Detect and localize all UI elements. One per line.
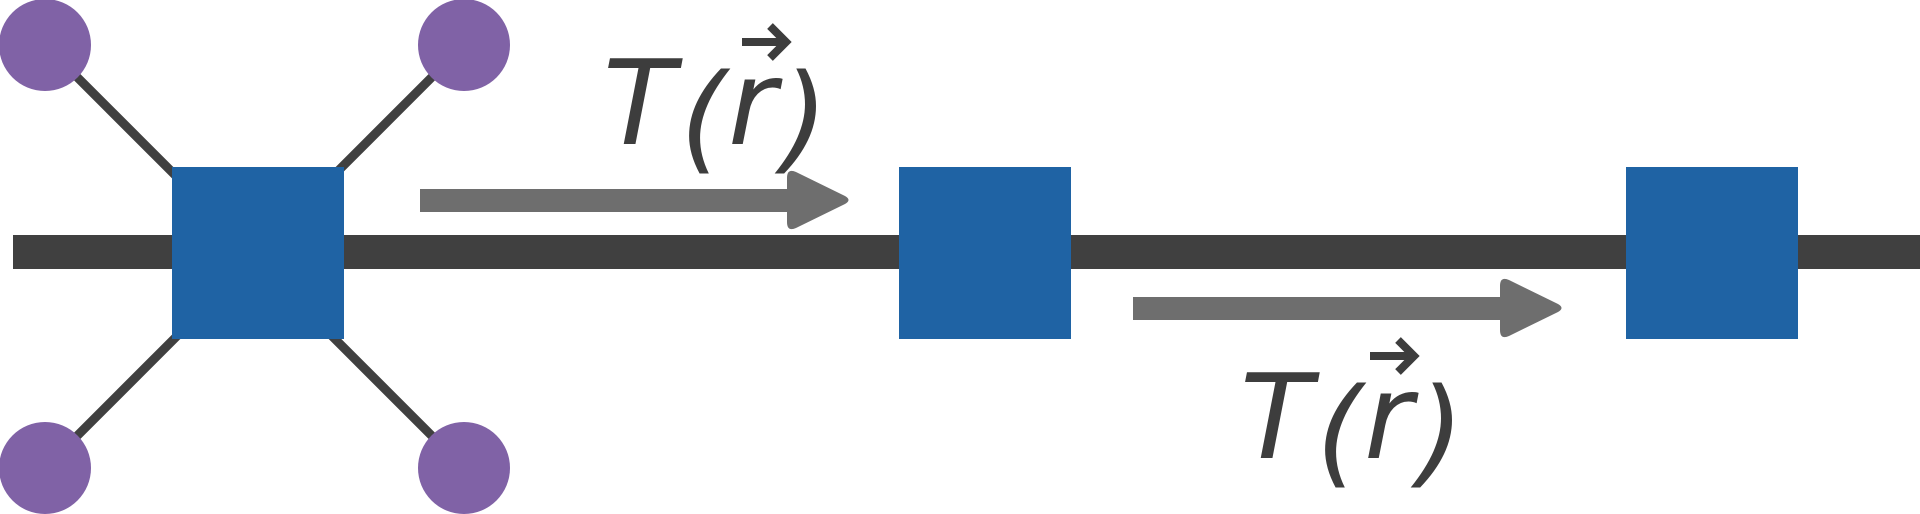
unit-cell-translated-1 — [899, 167, 1071, 339]
label-open-paren: ( — [1316, 362, 1367, 500]
label-close-paren: ) — [1410, 362, 1464, 500]
arrow-head — [787, 170, 849, 230]
label-func: T — [1240, 348, 1320, 486]
atom-top-left — [0, 0, 91, 91]
unit-cell-translated-2 — [1626, 167, 1798, 339]
arrow-shaft — [1133, 297, 1505, 320]
label-translation-bottom: T ( r ) — [1240, 337, 1464, 500]
atoms — [0, 0, 510, 514]
arrow-head — [1500, 278, 1562, 338]
label-var: r — [1364, 348, 1419, 486]
atom-bottom-left — [0, 422, 91, 514]
arrow-shaft — [420, 189, 792, 212]
atom-bottom-right — [418, 422, 510, 514]
vector-hat-icon — [1370, 337, 1420, 375]
translation-arrow-bottom — [1133, 278, 1562, 338]
vector-hat-icon — [742, 23, 792, 61]
unit-cell-original — [172, 167, 344, 339]
label-func: T — [603, 34, 683, 172]
label-open-paren: ( — [680, 48, 731, 186]
atom-top-right — [418, 0, 510, 91]
translation-arrow-top — [420, 170, 849, 230]
label-close-paren: ) — [774, 48, 828, 186]
label-translation-top: T ( r ) — [603, 23, 828, 186]
